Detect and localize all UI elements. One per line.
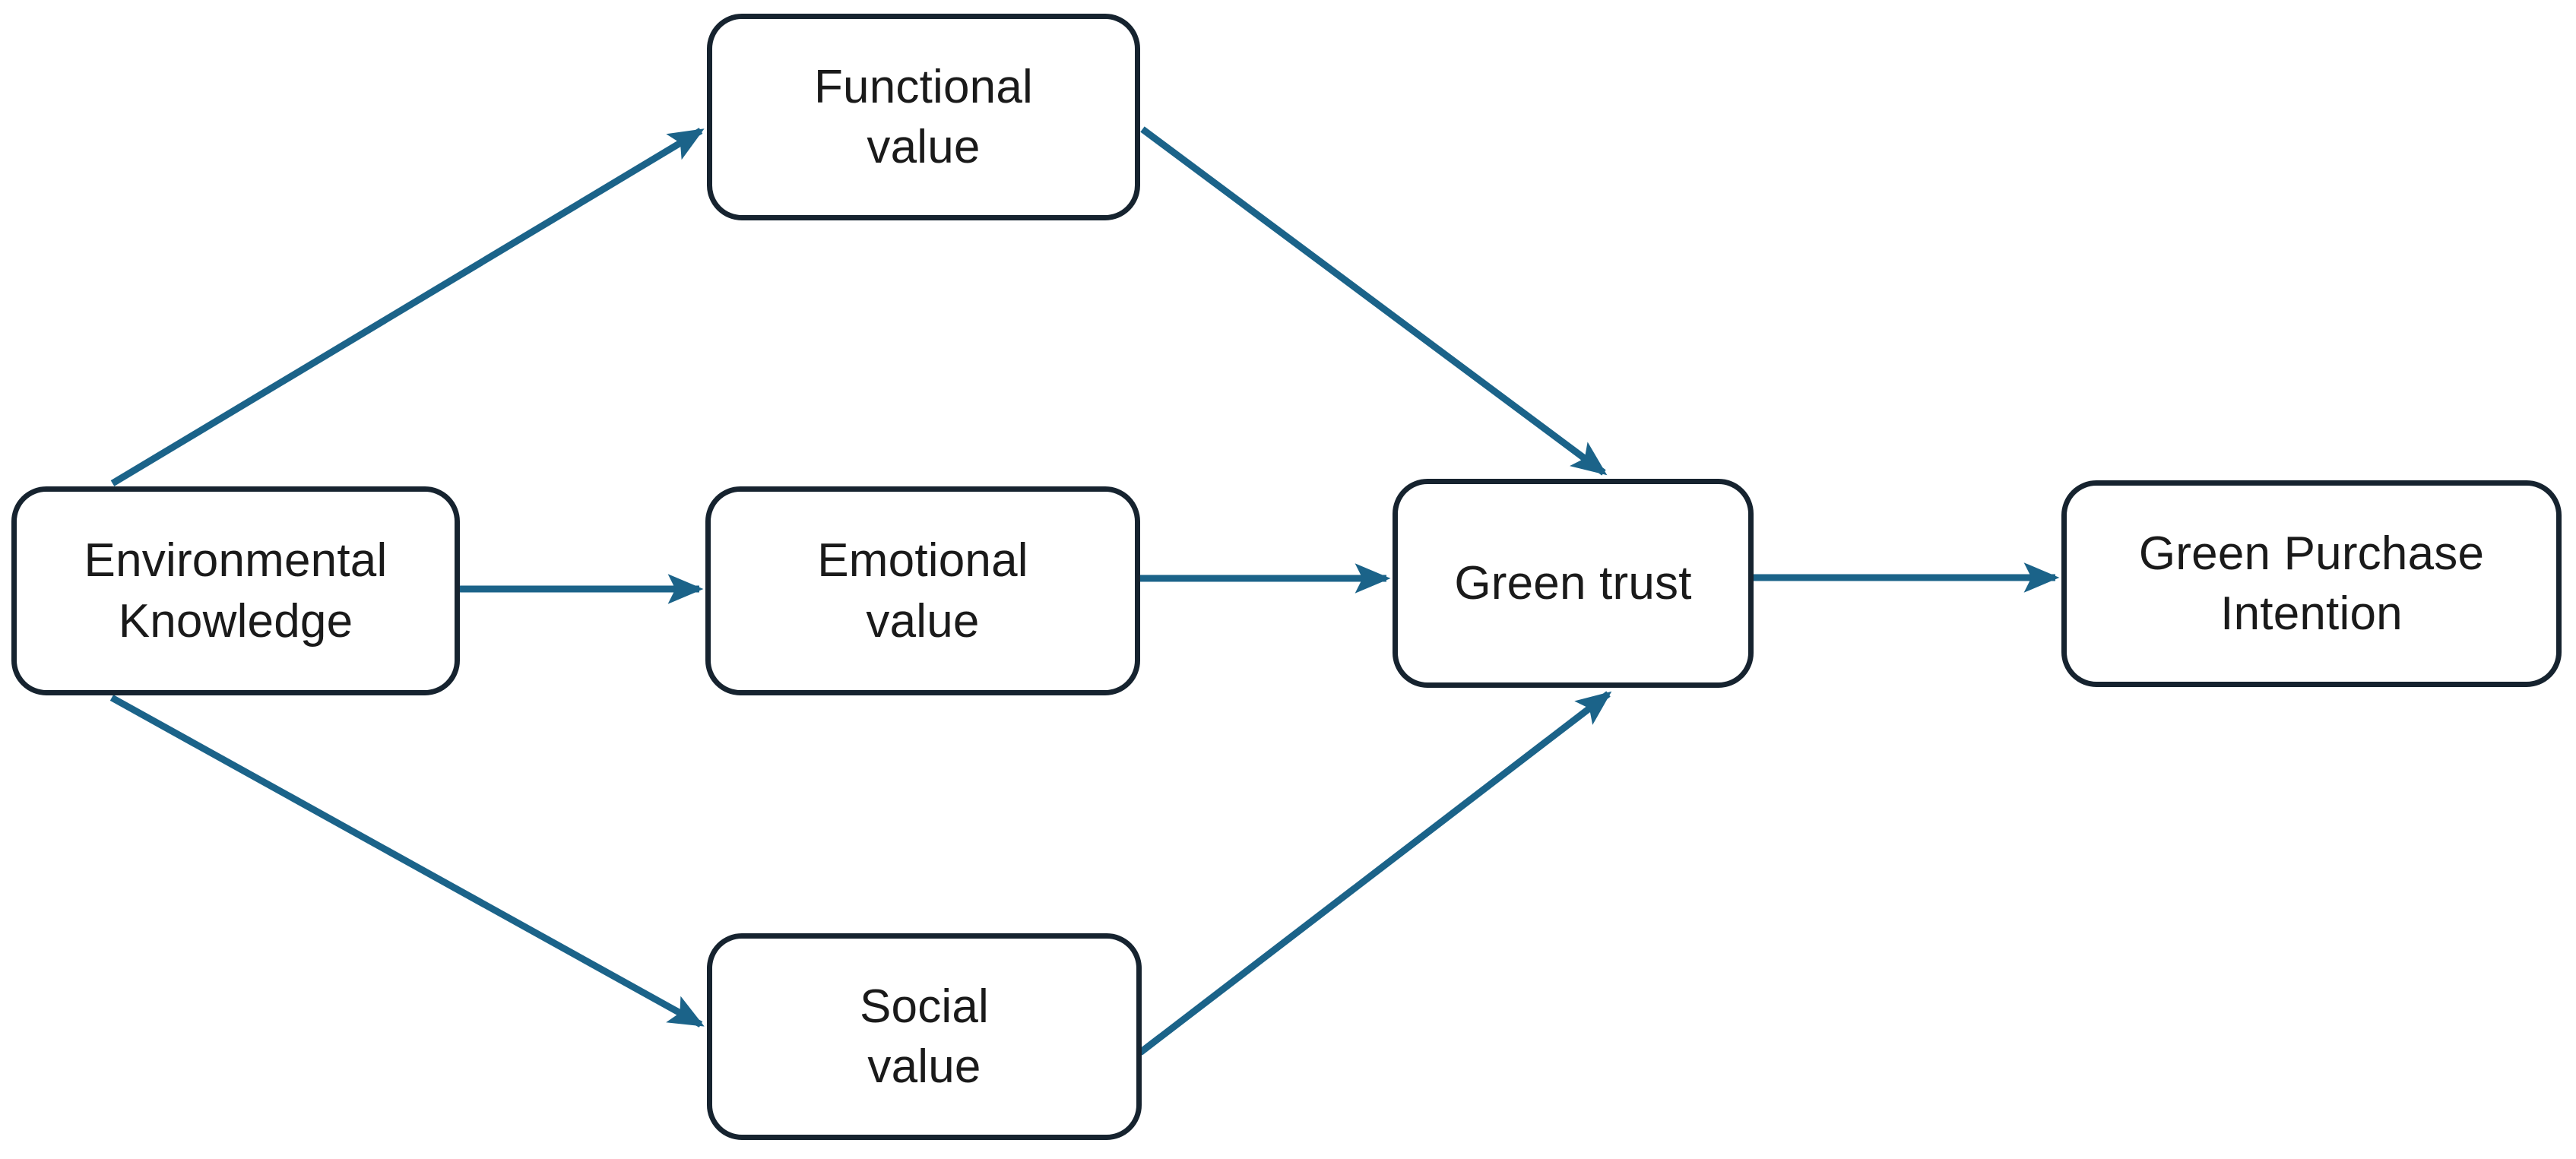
node-label-green-trust: Green trust [1454, 556, 1692, 610]
node-label-green-purchase-intention: Green Purchase Intention [2138, 527, 2485, 640]
node-functional-value[interactable]: Functional value [707, 14, 1140, 220]
edge-ek-to-functional-value [110, 128, 705, 486]
node-label-functional-value: Functional value [813, 60, 1034, 173]
node-environmental-knowledge[interactable]: Environmental Knowledge [11, 486, 460, 695]
node-green-trust[interactable]: Green trust [1393, 479, 1754, 688]
node-label-environmental-knowledge: Environmental Knowledge [84, 534, 388, 648]
node-label-emotional-value: Emotional value [817, 534, 1028, 648]
edge-social-value-to-green-trust [1138, 691, 1612, 1056]
node-label-social-value: Social value [859, 980, 990, 1093]
node-emotional-value[interactable]: Emotional value [705, 486, 1140, 695]
edge-ek-to-social-value [109, 695, 705, 1028]
edge-functional-value-to-green-trust [1140, 126, 1608, 476]
node-green-purchase-intention[interactable]: Green Purchase Intention [2061, 480, 2562, 687]
node-social-value[interactable]: Social value [707, 933, 1142, 1140]
